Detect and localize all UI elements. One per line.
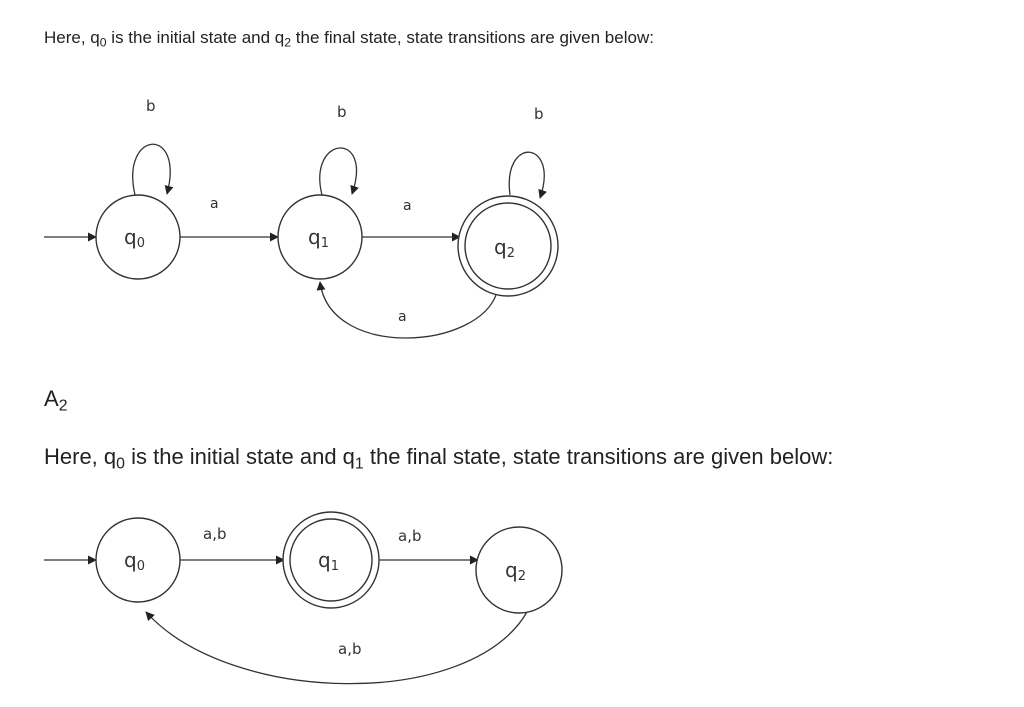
heading-base: A — [44, 386, 59, 411]
q0-q1-label: a,b — [203, 525, 226, 543]
q1-q2-label: a — [403, 198, 412, 214]
loop-q1 — [319, 147, 359, 196]
transition-q2-q0 — [145, 611, 528, 685]
diagram-1: q0 q1 q2 b b b a a a — [44, 97, 559, 339]
state-q0-circle — [95, 194, 181, 280]
section-heading: A2 — [44, 386, 68, 415]
loop-q2-label: b — [534, 105, 544, 123]
description-line-1: Here, q0 is the initial state and q2 the… — [44, 28, 654, 49]
state-q1-circle — [277, 194, 363, 280]
text-segment: is the initial state and — [124, 444, 343, 469]
state-name: q — [103, 444, 117, 469]
q2-q0-label: a,b — [338, 640, 361, 658]
text-segment: the final state, state transitions are g… — [363, 444, 834, 469]
state-q1-inner-circle — [289, 518, 373, 602]
diagram-2: q0 q1 q2 a,b a,b a,b — [44, 511, 563, 685]
state-subscript: 0 — [99, 35, 107, 50]
state-subscript: 2 — [284, 35, 292, 50]
state-q2-circle — [475, 526, 563, 614]
state-q2-label: q2 — [505, 558, 526, 584]
text-segment: the final state, state transitions are g… — [291, 28, 654, 47]
loop-q2 — [508, 151, 547, 199]
description-line-2: Here, q0 is the initial state and q1 the… — [44, 444, 833, 473]
loop-q1-label: b — [337, 103, 347, 121]
state-name: q — [90, 28, 100, 47]
text-segment: Here, — [44, 444, 104, 469]
state-subscript: 0 — [116, 455, 125, 473]
state-q1-label: q1 — [318, 548, 339, 574]
q2-q1-label: a — [398, 309, 407, 325]
text-segment: is the initial state and — [106, 28, 275, 47]
loop-q0 — [132, 143, 174, 196]
state-q2-inner-circle — [464, 202, 552, 290]
text-segment: Here, — [44, 28, 91, 47]
state-subscript: 1 — [354, 455, 364, 473]
state-name: q — [342, 444, 355, 469]
state-q0-label: q0 — [124, 225, 145, 251]
state-name: q — [274, 28, 285, 47]
transition-q2-q1 — [316, 281, 498, 339]
heading-subscript: 2 — [58, 397, 68, 415]
state-q0-circle — [95, 517, 181, 603]
state-q1-label: q1 — [308, 225, 329, 251]
loop-q0-label: b — [146, 97, 156, 115]
q1-q2-label: a,b — [398, 527, 421, 545]
state-q2-label: q2 — [494, 235, 515, 261]
q0-q1-label: a — [210, 196, 219, 212]
state-q0-label: q0 — [124, 548, 145, 574]
